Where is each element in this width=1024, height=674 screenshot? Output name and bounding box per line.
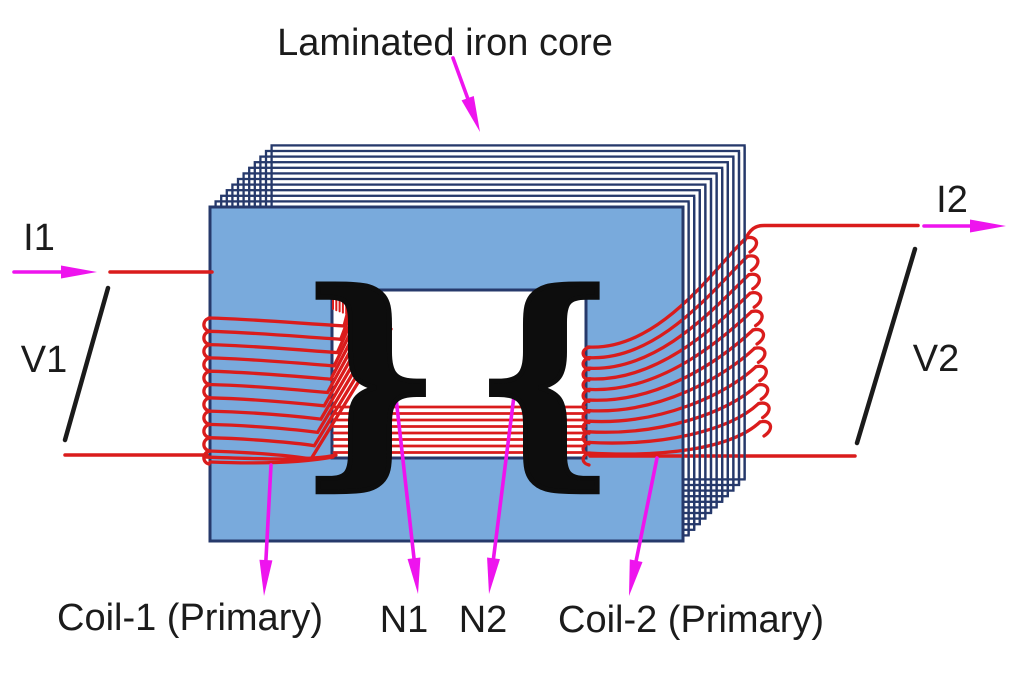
coil-wire (207, 317, 381, 421)
i2-arrow-head (970, 219, 1006, 233)
coil-wire (744, 235, 759, 254)
coil-wire (586, 291, 752, 381)
label-n2: N2 (459, 599, 508, 641)
coil-wire (207, 314, 378, 408)
coil-wire (207, 304, 366, 368)
n1-arrow-head (407, 557, 421, 594)
coil1-arrow-shaft (263, 463, 273, 566)
coil-wire (207, 324, 389, 448)
label-n1: N1 (380, 599, 429, 641)
pointer-arrows (12, 56, 1006, 596)
i1-arrow-head (61, 265, 97, 279)
n2-arrow-head (487, 557, 500, 594)
coil-wire (754, 364, 768, 383)
v1-slash (62, 285, 111, 443)
coil-wire (758, 419, 773, 438)
coil-wire (742, 223, 920, 244)
coil1-arrow-head (259, 559, 273, 596)
v2-slash (854, 246, 918, 446)
label-coil-2-primary: Coil-2 (Primary) (558, 599, 824, 641)
label-i1: I1 (23, 217, 55, 259)
voltage-slashes (62, 246, 918, 446)
coil-wire (745, 254, 760, 273)
coil-wire (207, 300, 362, 355)
n2-brace: { (473, 245, 618, 509)
coil2-arrow-shaft (633, 456, 659, 567)
lamination-edge-overlay (681, 146, 746, 541)
n1-brace: } (298, 245, 443, 509)
n1-arrow-shaft (392, 378, 417, 564)
label-laminated-iron-core: Laminated iron core (277, 22, 613, 64)
coil-wire (208, 455, 335, 465)
n2-arrow-shaft (491, 378, 518, 565)
coil-wire (586, 328, 755, 402)
label-coil-1-primary: Coil-1 (Primary) (57, 597, 323, 639)
coil-wire (751, 327, 766, 346)
coil-wire (747, 272, 761, 291)
coil2-arrow-head (629, 559, 643, 596)
label-v2: V2 (913, 338, 959, 380)
coil-wire (748, 291, 763, 309)
coil-wire (207, 320, 385, 435)
coil-wire (755, 383, 770, 401)
coil-wire (586, 420, 762, 456)
coil-wire (586, 346, 757, 413)
coil-wire (752, 346, 767, 365)
coil-wire (756, 401, 771, 420)
coil-wire (749, 309, 764, 328)
coil-wire (207, 310, 374, 395)
coil-wire (207, 294, 354, 328)
core-arrow-head (461, 95, 480, 132)
label-v1: V1 (21, 339, 67, 381)
coil-wire (207, 297, 358, 342)
core-arrow-shaft (451, 56, 471, 104)
label-i2: I2 (936, 179, 968, 221)
coil-wire (207, 307, 370, 381)
